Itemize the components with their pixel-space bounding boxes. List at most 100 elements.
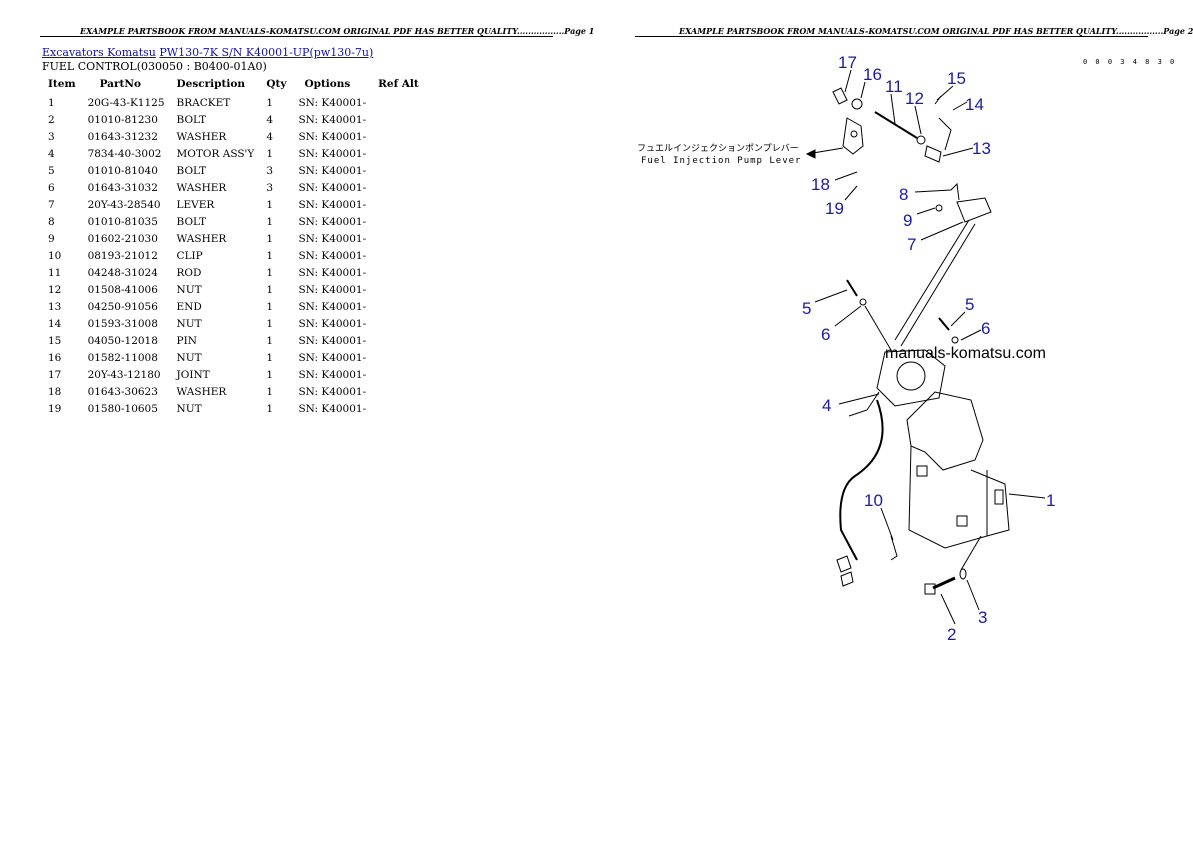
clip-10-part xyxy=(890,535,898,561)
cell-qty: 4 xyxy=(266,130,274,143)
cell-partno: 04250-91056 xyxy=(87,300,158,313)
leader-14 xyxy=(952,101,968,111)
cell-partno: 04248-31024 xyxy=(87,266,158,279)
parts-list-page: EXAMPLE PARTSBOOK FROM MANUALS-KOMATSU.C… xyxy=(0,0,595,842)
leader-6-left xyxy=(834,305,862,327)
breadcrumb: Excavators Komatsu PW130-7K S/N K40001-U… xyxy=(42,46,373,59)
column-header-partno: PartNo xyxy=(99,78,141,90)
diagram-page: EXAMPLE PARTSBOOK FROM MANUALS-KOMATSU.C… xyxy=(595,0,1193,842)
callout-13: 13 xyxy=(972,139,991,158)
breadcrumb-link-model[interactable]: PW130-7K S/N K40001-UP(pw130-7u) xyxy=(159,46,374,59)
lever-pointer-arrow xyxy=(805,149,816,159)
callout-3: 3 xyxy=(978,608,987,627)
rod-nut-part xyxy=(916,135,926,145)
table-row: 1 20G-43-K1125 BRACKET 1 SN: K40001- xyxy=(42,94,425,111)
callout-19: 19 xyxy=(825,199,844,218)
cell-qty: 1 xyxy=(266,300,274,313)
parts-table: Item PartNo Description Qty Options Ref … xyxy=(42,77,425,417)
connector-part xyxy=(836,555,852,573)
cell-ref-alt xyxy=(372,230,425,247)
cell-options: SN: K40001- xyxy=(298,96,367,109)
bracket-side xyxy=(970,469,1010,537)
table-row: 13 04250-91056 END 1 SN: K40001- xyxy=(42,298,425,315)
cell-qty: 1 xyxy=(266,215,274,228)
leader-7 xyxy=(920,221,964,241)
cell-description: NUT xyxy=(176,283,202,296)
bolt-leader xyxy=(960,535,982,571)
cell-item: 3 xyxy=(48,130,55,143)
cell-qty: 1 xyxy=(266,198,274,211)
cell-item: 13 xyxy=(48,300,62,313)
leader-5-left xyxy=(814,289,848,303)
cell-options: SN: K40001- xyxy=(298,317,367,330)
callout-17: 17 xyxy=(838,53,857,72)
page1-header-rule xyxy=(40,36,553,37)
cell-options: SN: K40001- xyxy=(298,147,367,160)
bolt-5-left-part xyxy=(846,279,858,297)
cell-partno: 01643-31232 xyxy=(87,130,158,143)
cell-partno: 20Y-43-28540 xyxy=(87,198,161,211)
breadcrumb-link-excavators[interactable]: Excavators Komatsu xyxy=(42,46,156,59)
bracket-body xyxy=(908,445,988,549)
parts-table-header: Item PartNo Description Qty Options Ref … xyxy=(42,77,425,94)
bolt-2-part xyxy=(932,576,956,590)
cell-partno: 01602-21030 xyxy=(87,232,158,245)
page2-header-rule xyxy=(635,36,1148,37)
callout-5-right: 5 xyxy=(965,295,974,314)
motor-lead xyxy=(848,391,880,417)
cell-ref-alt xyxy=(372,332,425,349)
callout-7: 7 xyxy=(907,235,916,254)
callout-2: 2 xyxy=(947,625,956,644)
cell-partno: 01010-81230 xyxy=(87,113,158,126)
cell-ref-alt xyxy=(372,281,425,298)
bracket-slot-2 xyxy=(956,515,968,527)
cell-description: END xyxy=(176,300,202,313)
cell-partno: 01580-10605 xyxy=(87,402,158,415)
leader-11 xyxy=(890,93,896,125)
cell-item: 17 xyxy=(48,368,62,381)
callout-14: 14 xyxy=(965,95,984,114)
fuel-control-diagram: 17 16 11 12 15 14 13 18 19 8 9 7 5 6 5 6… xyxy=(637,53,1055,644)
column-header-qty: Qty xyxy=(266,78,287,90)
cell-qty: 1 xyxy=(266,96,274,109)
column-header-description: Description xyxy=(176,78,245,90)
cell-item: 9 xyxy=(48,232,55,245)
callout-8: 8 xyxy=(899,185,908,204)
leader-10 xyxy=(880,507,894,541)
cell-description: BOLT xyxy=(176,113,207,126)
linkage-rod-2 xyxy=(900,223,976,347)
cell-qty: 3 xyxy=(266,164,274,177)
leader-9 xyxy=(916,207,936,215)
bolt-2-head xyxy=(924,583,936,595)
cell-ref-alt xyxy=(372,94,425,111)
cell-qty: 1 xyxy=(266,249,274,262)
cell-options: SN: K40001- xyxy=(298,300,367,313)
cell-item: 2 xyxy=(48,113,55,126)
leader-6-right xyxy=(960,329,982,341)
cell-description: BRACKET xyxy=(176,96,231,109)
cell-partno: 20G-43-K1125 xyxy=(87,96,165,109)
cell-item: 1 xyxy=(48,96,55,109)
leader-4 xyxy=(838,393,880,405)
bracket-top xyxy=(906,391,984,471)
cell-description: BOLT xyxy=(176,164,207,177)
label-fuel-pump-lever-en: Fuel Injection Pump Lever xyxy=(641,156,801,166)
washer-9-part xyxy=(935,204,943,212)
column-header-item: Item xyxy=(48,78,76,90)
watermark-text: manuals-komatsu.com xyxy=(885,345,1046,362)
cell-qty: 1 xyxy=(266,266,274,279)
cell-options: SN: K40001- xyxy=(298,232,367,245)
cell-item: 12 xyxy=(48,283,62,296)
cell-description: NUT xyxy=(176,402,202,415)
leader-5-right xyxy=(950,311,966,327)
cell-item: 5 xyxy=(48,164,55,177)
cell-partno: 01010-81035 xyxy=(87,215,158,228)
leader-19 xyxy=(844,185,858,201)
cell-options: SN: K40001- xyxy=(298,249,367,262)
